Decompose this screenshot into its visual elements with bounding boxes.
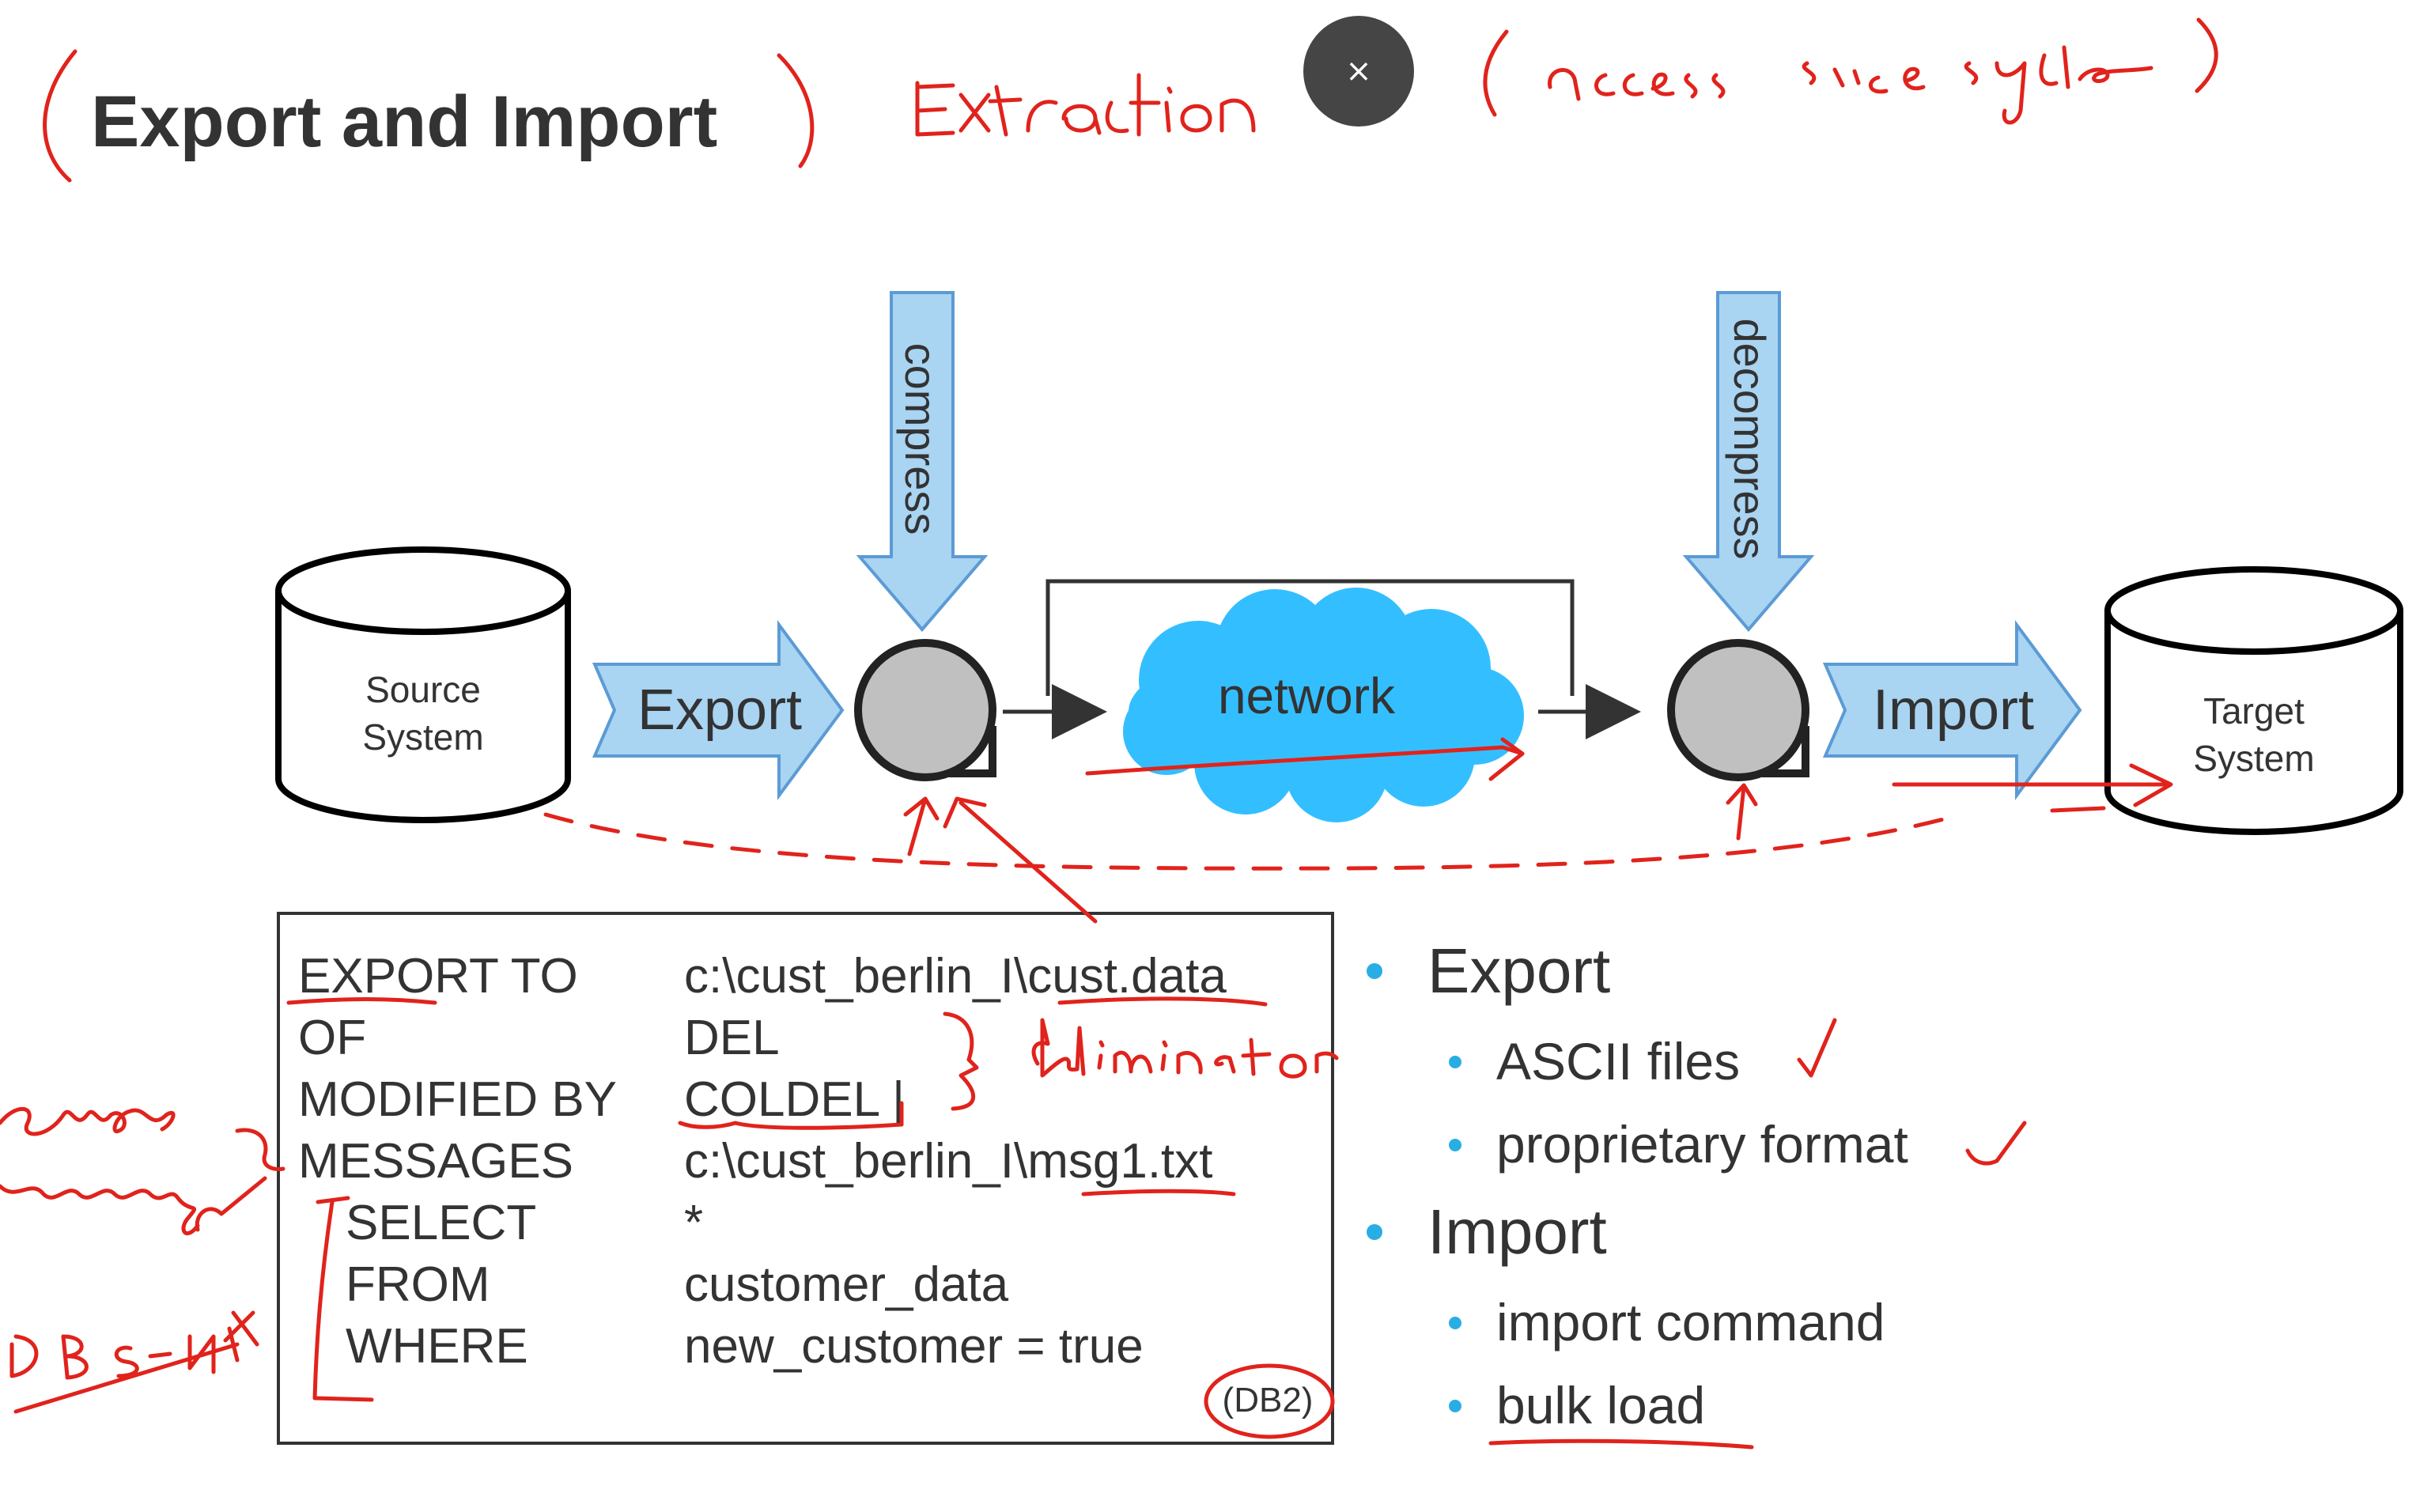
ink-import-target-dash xyxy=(2050,806,2106,813)
bullet-dot xyxy=(1449,1400,1461,1412)
bullet-dot xyxy=(1449,1317,1461,1329)
ink-export-underline xyxy=(286,997,437,1005)
code-value-row: COLDEL | xyxy=(684,1072,905,1127)
ink-select-top xyxy=(316,1196,350,1204)
bullet-proprietary-format: proprietary format xyxy=(1496,1115,1908,1174)
ink-bulk-load-underline xyxy=(1488,1438,1754,1450)
code-value-row: DEL xyxy=(684,1011,780,1065)
bullet-export: Export xyxy=(1427,936,1610,1006)
ink-queue1-pointer xyxy=(943,796,1098,924)
bullet-dot xyxy=(1449,1056,1461,1068)
ink-title-open-paren xyxy=(43,49,78,183)
code-value-row: c:\cust_berlin_I\cust.data xyxy=(684,949,1227,1004)
export-arrow xyxy=(592,619,845,801)
target-system-label-2: System xyxy=(2193,738,2314,779)
ink-cust-data-underline xyxy=(1057,996,1268,1007)
code-keyword-row: WHERE xyxy=(346,1319,528,1374)
code-values: c:\cust_berlin_I\cust.data DEL COLDEL | … xyxy=(684,949,1227,1374)
ink-delimiter-brace xyxy=(943,1011,979,1111)
close-icon: × xyxy=(1345,53,1372,89)
code-keyword-row: SELECT xyxy=(346,1196,536,1250)
ink-import-target-arrow xyxy=(1892,763,2173,807)
transfer-bracket-line xyxy=(1045,579,1575,696)
bullet-import: Import xyxy=(1427,1196,1607,1267)
compress-arrow-label: compress xyxy=(896,343,946,535)
ink-messages-brace xyxy=(235,1128,285,1171)
import-arrow-label: Import xyxy=(1873,679,2034,742)
code-box xyxy=(277,912,1334,1445)
code-keyword-row: OF xyxy=(298,1011,366,1065)
code-value-row: customer_data xyxy=(684,1257,1009,1312)
network-cloud xyxy=(1123,588,1524,822)
ink-coldel-underline xyxy=(678,1101,904,1130)
ink-errors-note xyxy=(0,1106,176,1136)
ink-db-note xyxy=(9,1310,259,1414)
decompress-arrow xyxy=(1682,291,1815,633)
ink-access-close-paren xyxy=(2195,17,2218,93)
code-keyword-row: EXPORT TO xyxy=(298,949,578,1004)
target-system-label: Target xyxy=(2203,690,2305,731)
import-arrow xyxy=(1822,619,2082,801)
ink-dashed-flow-curve xyxy=(543,812,1964,871)
ink-msg-underline xyxy=(1081,1189,1236,1196)
decompress-arrow-label: decompress xyxy=(1725,318,1775,559)
network-label: network xyxy=(1218,667,1396,724)
bullet-import-command: import command xyxy=(1496,1293,1885,1351)
ink-queue2-up-arrow xyxy=(1726,783,1758,841)
db2-tag: (DB2) xyxy=(1223,1381,1314,1419)
source-system-cylinder xyxy=(275,546,571,823)
ink-access-note xyxy=(1548,45,2153,125)
compress-arrow xyxy=(856,291,989,633)
ink-warning-note xyxy=(0,1176,267,1236)
source-system-label-2: System xyxy=(362,716,483,758)
ink-ascii-checkmark xyxy=(1797,1018,1837,1078)
export-queue-icon xyxy=(854,639,996,781)
ink-access-open-paren xyxy=(1483,29,1509,117)
ink-queue1-up-arrow xyxy=(903,796,940,856)
ink-db2-circle xyxy=(1204,1363,1335,1439)
export-arrow-label: Export xyxy=(637,679,802,742)
bullet-dot xyxy=(1367,1224,1382,1240)
ink-proprietary-checkmark xyxy=(1965,1121,2027,1166)
code-keyword-row: FROM xyxy=(346,1257,490,1312)
bullet-bulk-load: bulk load xyxy=(1496,1376,1705,1435)
target-system-cylinder xyxy=(2104,566,2403,835)
bullet-ascii-files: ASCII files xyxy=(1496,1032,1740,1091)
bullet-list: Export ASCII files proprietary format Im… xyxy=(1367,936,1908,1435)
slide-title: Export and Import xyxy=(91,81,717,162)
ink-extraction-word xyxy=(915,73,1256,137)
close-button[interactable]: × xyxy=(1303,16,1414,127)
ink-network-arrow xyxy=(1085,745,1525,781)
code-value-row: c:\cust_berlin_I\msg1.txt xyxy=(684,1134,1213,1189)
ink-delimiter-note xyxy=(1031,1018,1339,1079)
bullet-dot xyxy=(1449,1139,1461,1151)
ink-select-bracket xyxy=(312,1200,374,1402)
code-keyword-row: MODIFIED BY xyxy=(298,1072,617,1127)
source-system-label: Source xyxy=(365,669,481,710)
code-value-row: new_customer = true xyxy=(684,1319,1144,1374)
ink-network-arrow-head xyxy=(1500,737,1525,756)
bullet-dot xyxy=(1367,963,1382,979)
ink-title-close-paren xyxy=(777,53,815,168)
handwritten-annotations xyxy=(0,17,2218,1450)
code-value-row: * xyxy=(684,1196,703,1250)
code-keyword-row: MESSAGES xyxy=(298,1134,573,1189)
import-queue-icon xyxy=(1667,639,1809,781)
code-keywords: EXPORT TO OF MODIFIED BY MESSAGES SELECT… xyxy=(298,949,617,1374)
